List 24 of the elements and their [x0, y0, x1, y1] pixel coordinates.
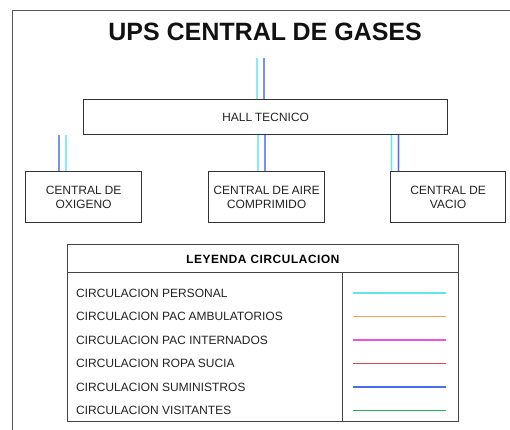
legend-text: CIRCULACION PERSONAL [76, 286, 228, 300]
node-text: HALL TECNICO [222, 110, 309, 124]
connector-line [65, 135, 67, 171]
legend-text: CIRCULACION ROPA SUCIA [76, 356, 234, 370]
connector-line [58, 135, 60, 171]
connector-line [390, 135, 392, 171]
connector-line [398, 135, 400, 171]
legend-text: CIRCULACION SUMINISTROS [76, 380, 246, 394]
connector-line [264, 135, 266, 171]
legend-text: CIRCULACION VISITANTES [76, 403, 232, 418]
node-text: CENTRAL DE OXIGENO [44, 183, 122, 211]
process-box [25, 171, 142, 223]
connector-line [263, 58, 265, 99]
process-box [208, 171, 325, 223]
legend-text: CIRCULACION PAC INTERNADOS [76, 332, 268, 347]
connector-line [257, 135, 259, 171]
legend-title: LEYENDA CIRCULACION [186, 252, 340, 266]
process-box [83, 99, 448, 135]
node-text: CENTRAL DE AIRE COMPRIMIDO [213, 183, 320, 211]
title: UPS CENTRAL DE GASES [107, 18, 423, 47]
connector-line [256, 58, 258, 99]
legend-text: CIRCULACION PAC AMBULATORIOS [76, 309, 283, 324]
process-box [390, 171, 506, 223]
node-text: CENTRAL DE VACIO [409, 183, 487, 211]
